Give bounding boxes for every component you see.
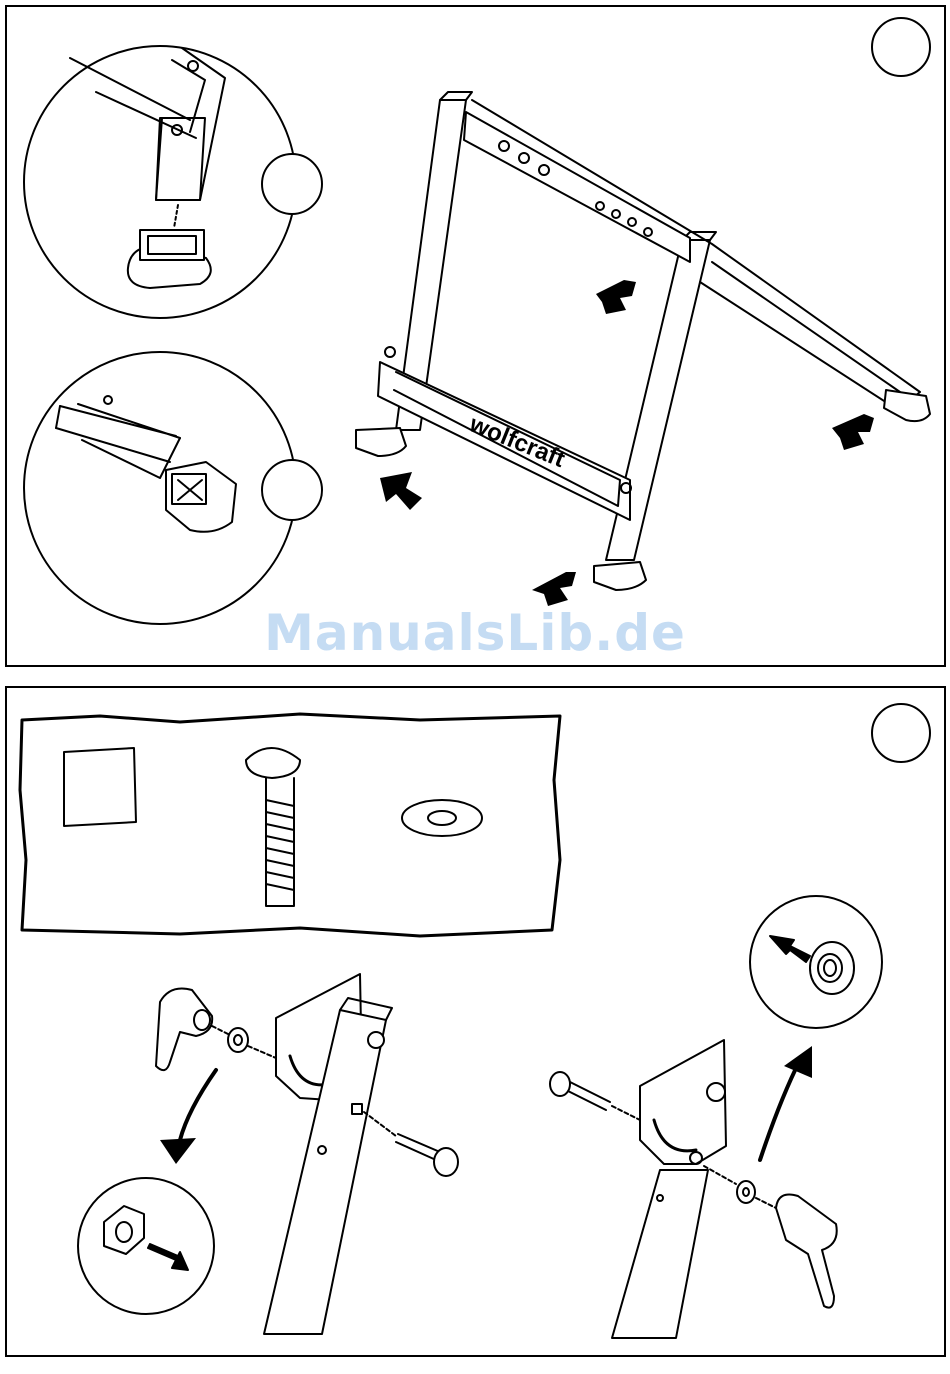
callout-circle-2 <box>262 460 322 520</box>
callout-circle-1 <box>262 154 322 214</box>
watermark-text: ManualsLib.de <box>0 604 950 662</box>
parts-bag <box>20 714 560 936</box>
detail-circle-foot-cap <box>24 352 296 624</box>
stand-frame: wolfcraft <box>356 92 930 590</box>
detail-circle-foot-insert <box>24 46 296 318</box>
handle-assembly-right <box>550 896 882 1338</box>
handle-assembly-left <box>78 974 458 1334</box>
